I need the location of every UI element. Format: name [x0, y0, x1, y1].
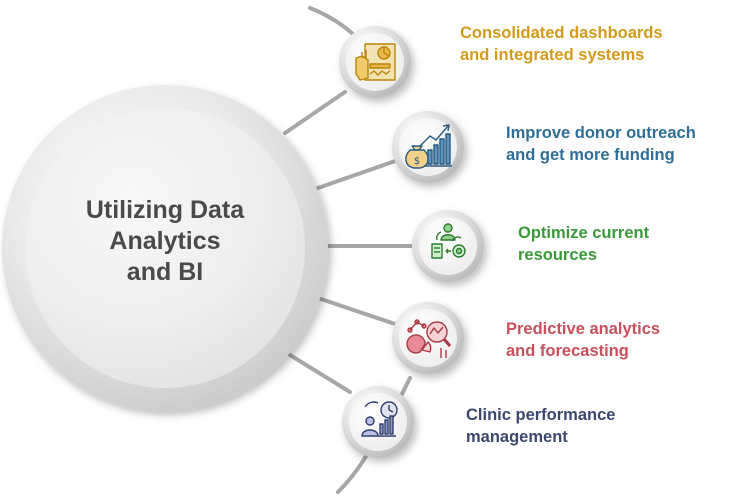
connector-2 — [316, 158, 400, 190]
item-label-optimize-resources: Optimize current resources — [518, 222, 649, 266]
svg-text:$: $ — [414, 156, 420, 167]
item-label-clinic-performance: Clinic performance management — [466, 404, 615, 448]
item-circle-3 — [412, 210, 484, 282]
item-label-line: Optimize current — [518, 224, 650, 242]
item-label-consolidated-dashboards: Consolidated dashboards and integrated s… — [460, 22, 663, 66]
center-circle — [2, 85, 328, 411]
item-label-line: and forecasting — [506, 342, 629, 360]
center-title: Utilizing Data Analytics and BI — [45, 195, 285, 288]
connector-5 — [288, 353, 352, 394]
item-label-line: Clinic performance — [466, 406, 616, 424]
item-label-line: management — [466, 428, 568, 446]
item-label-line: Consolidated dashboards — [460, 24, 663, 42]
center-title-line: and BI — [126, 258, 204, 286]
item-label-line: resources — [518, 246, 597, 264]
item-label-line: and get more funding — [506, 146, 675, 164]
center-title-line: Analytics — [109, 227, 221, 255]
dashboard-hand-icon — [355, 43, 396, 81]
connector-4 — [316, 296, 400, 327]
center-title-line: Utilizing Data — [85, 196, 245, 224]
item-label-line: Predictive analytics — [506, 320, 661, 338]
item-label-line: and integrated systems — [460, 46, 645, 64]
predictive-analytics-icon — [406, 319, 452, 358]
item-circle-2 — [392, 111, 464, 183]
item-circle-5 — [342, 386, 414, 458]
item-label-donor-outreach: Improve donor outreach and get more fund… — [506, 122, 696, 166]
connector-4-5 — [398, 376, 412, 400]
item-label-line: Improve donor outreach — [506, 124, 696, 142]
money-growth-chart-icon: $ — [405, 124, 452, 169]
resource-optimization-icon — [431, 223, 466, 259]
performance-management-icon — [361, 401, 398, 437]
connector-1 — [283, 90, 347, 135]
item-label-predictive-analytics: Predictive analytics and forecasting — [506, 318, 660, 362]
item-circle-4 — [392, 302, 464, 374]
